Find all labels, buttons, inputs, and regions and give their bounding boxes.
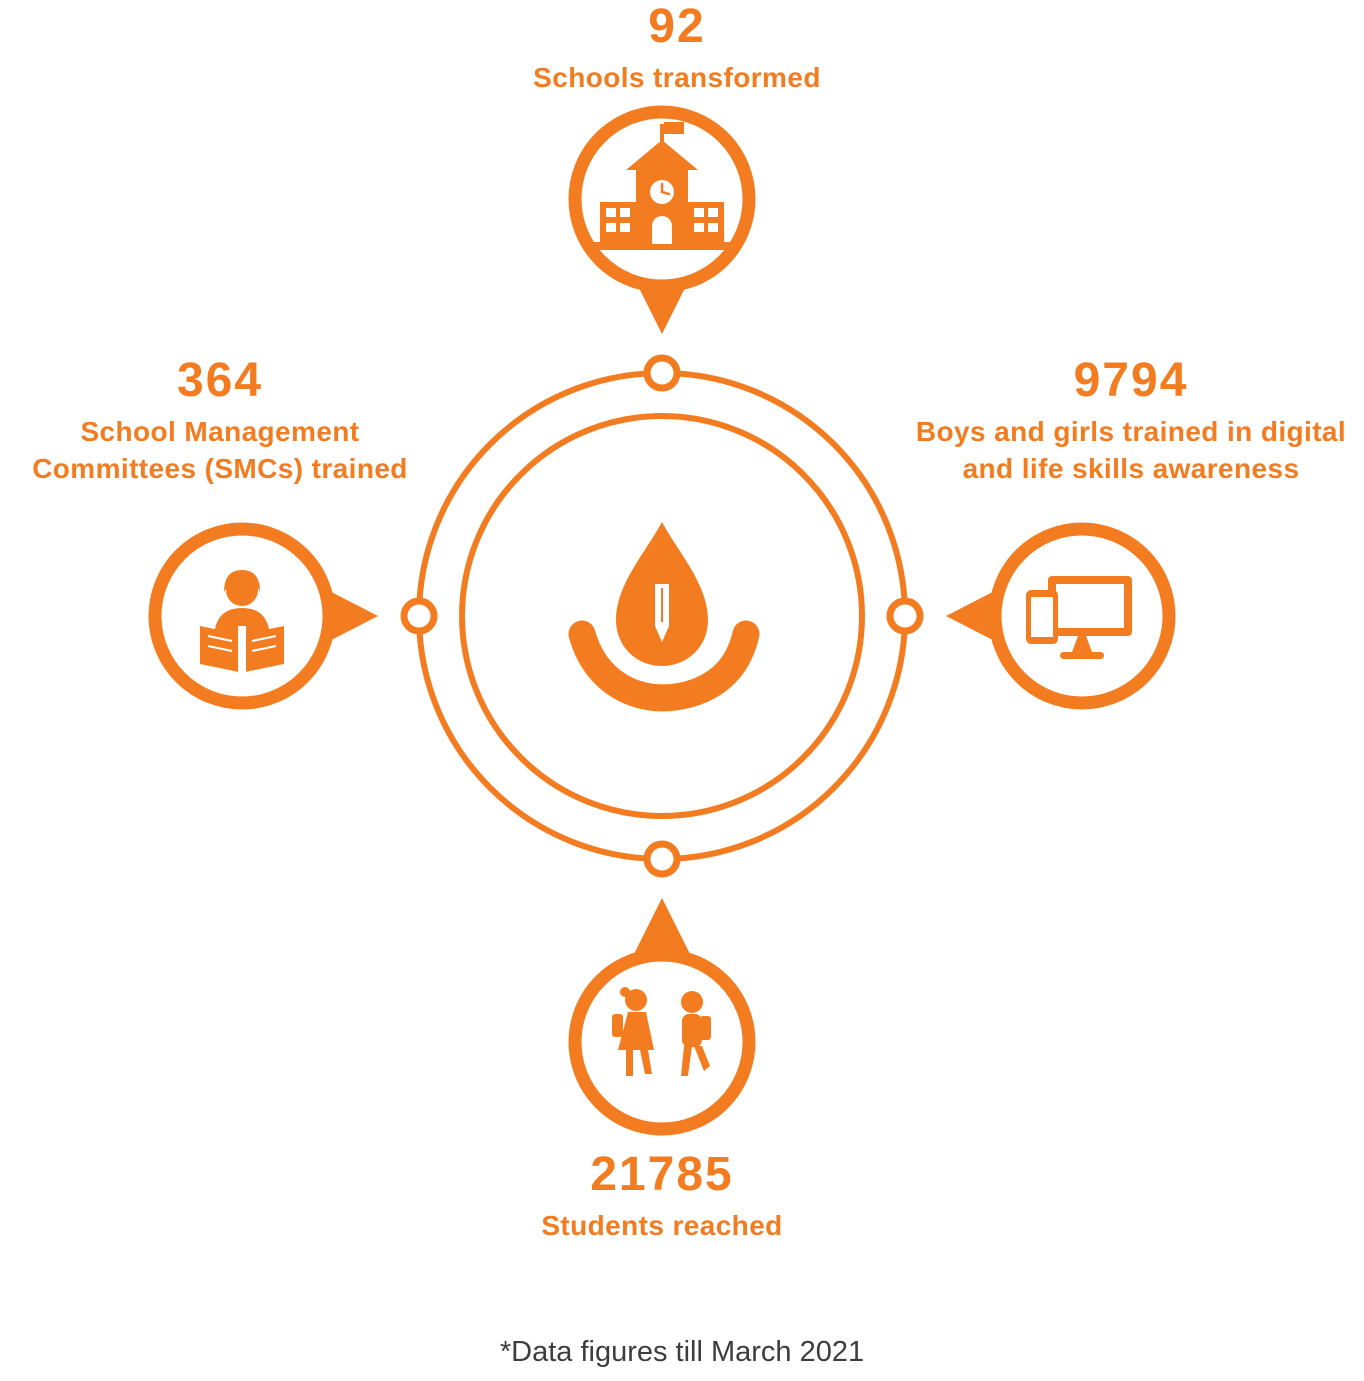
- school-building-icon: [592, 122, 732, 250]
- data-note: *Data figures till March 2021: [499, 1336, 865, 1368]
- stat-digital-skills: 9794 Boys and girls trained in digital a…: [898, 354, 1364, 488]
- satellite-ring: [568, 948, 756, 1136]
- satellite-students: [568, 948, 756, 1136]
- stat-label: Boys and girls trained in digital and li…: [915, 416, 1347, 485]
- stat-smcs-trained: 364 School Management Committees (SMCs) …: [0, 354, 440, 488]
- satellite-digital: [988, 522, 1176, 710]
- stat-value: 21785: [590, 1148, 734, 1201]
- stat-label: Students reached: [541, 1210, 783, 1242]
- stat-label: Schools transformed: [533, 62, 821, 94]
- stat-value: 92: [648, 0, 706, 53]
- node-top: [643, 354, 681, 392]
- stat-value: 364: [176, 354, 264, 407]
- hand-pencil-logo: [568, 522, 760, 712]
- node-left: [400, 597, 438, 635]
- ring-nodes: [400, 354, 924, 878]
- stat-schools-transformed: 92 Schools transformed: [377, 0, 977, 97]
- stat-value: 9794: [1073, 354, 1189, 407]
- node-right: [886, 597, 924, 635]
- satellite-schools: [568, 105, 756, 293]
- computer-devices-icon: [1026, 576, 1132, 659]
- person-reading-icon: [200, 570, 284, 672]
- satellite-smcs: [148, 522, 336, 710]
- stat-label: School Management Committees (SMCs) trai…: [32, 416, 408, 485]
- students-walking-icon: [612, 987, 711, 1076]
- node-bottom: [643, 840, 681, 878]
- stat-students-reached: 21785 Students reached: [412, 1148, 912, 1245]
